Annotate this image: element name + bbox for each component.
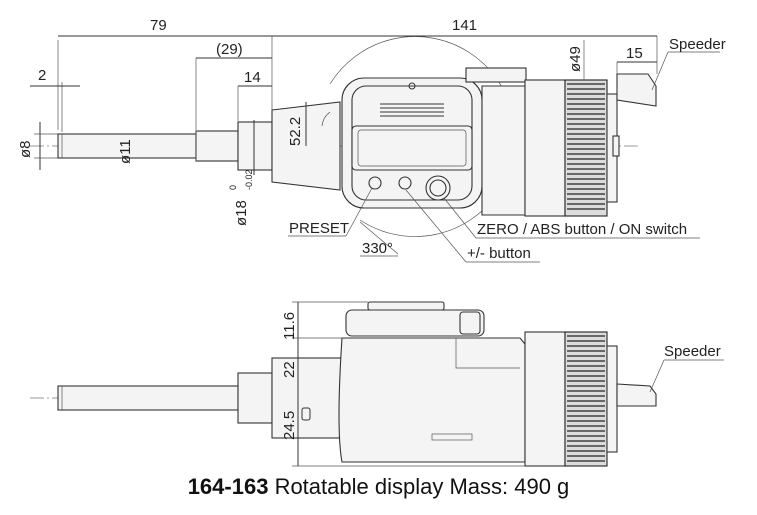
dim-141: 141	[452, 17, 477, 34]
barrel	[524, 79, 566, 217]
speeder-top	[616, 73, 657, 107]
dim-15: 15	[626, 45, 643, 62]
dim-24-5: 24.5	[281, 411, 298, 440]
dim-dia-18-tol-upper: 0	[228, 185, 238, 190]
dim-dia-18: ø18	[233, 200, 250, 226]
knurl-lines	[567, 83, 605, 210]
rear-body	[481, 85, 526, 216]
speeder-side	[616, 383, 657, 407]
label-speeder-top: Speeder	[669, 36, 726, 53]
dim-dia-8: ø8	[17, 140, 34, 158]
label-plus-minus: +/- button	[467, 245, 531, 262]
side-view: 11.6 22 24.5 Speeder	[30, 301, 724, 467]
technical-drawing: 79 141 (29) 14 2 ø8 ø11 52.2 ø18 0	[17, 17, 726, 467]
label-zero-abs: ZERO / ABS button / ON switch	[477, 221, 687, 238]
dim-2: 2	[38, 67, 46, 84]
caption: 164-163 Rotatable display Mass: 490 g	[0, 474, 757, 500]
dim-52-2: 52.2	[287, 117, 304, 146]
label-preset: PRESET	[289, 220, 349, 237]
plus-minus-button	[398, 176, 412, 190]
dim-79: 79	[150, 17, 167, 34]
side-body	[338, 337, 526, 463]
top-view: 79 141 (29) 14 2 ø8 ø11 52.2 ø18 0	[17, 17, 726, 263]
knurled-thimble	[564, 79, 608, 217]
dim-angle-330: 330°	[362, 240, 393, 257]
vent-grille	[380, 82, 444, 117]
knurled-thimble-side	[564, 331, 608, 467]
dim-dia-18-tol-lower: -0.02	[244, 169, 254, 190]
stem	[237, 121, 273, 171]
model-number: 164-163	[187, 474, 269, 499]
sleeve	[195, 130, 239, 162]
lcd-window	[351, 125, 473, 171]
dim-dia-49: ø49	[567, 46, 584, 72]
label-speeder-side: Speeder	[664, 343, 721, 360]
dim-29: (29)	[216, 41, 243, 58]
dim-11-6: 11.6	[281, 312, 298, 340]
dim-dia-11: ø11	[117, 139, 134, 164]
caption-description: Rotatable display Mass: 490 g	[274, 474, 570, 499]
dim-22: 22	[281, 361, 298, 378]
preset-button	[368, 176, 382, 190]
knurl-lines-side	[567, 335, 605, 462]
dim-14: 14	[244, 69, 261, 86]
